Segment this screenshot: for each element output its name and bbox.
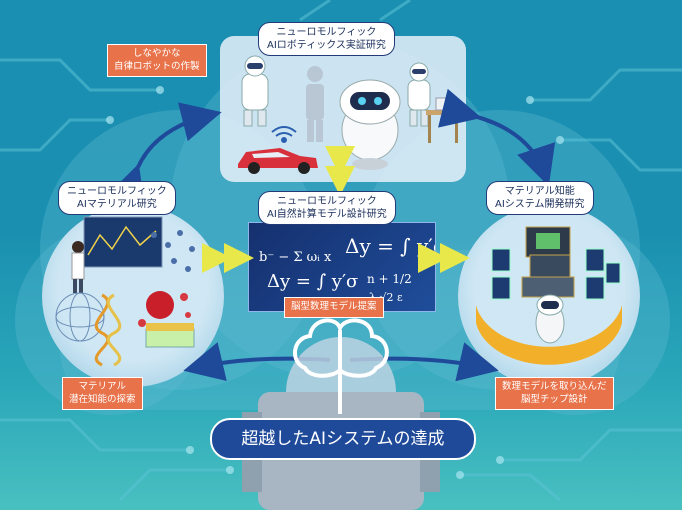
robotics-panel <box>220 36 466 182</box>
arrow-top-to-right <box>437 88 556 187</box>
material-spheres <box>138 291 195 348</box>
callout-material-search: マテリアル 潜在知能の探索 <box>62 377 143 410</box>
callout-material-search-line2: 潜在知能の探索 <box>69 393 136 405</box>
materials-illustration <box>55 216 195 367</box>
node-robotics-label: ニューロモルフィック AIロボティックス実証研究 <box>258 22 395 56</box>
robot-icon <box>407 62 431 127</box>
node-robotics-line1: ニューロモルフィック <box>276 27 377 38</box>
callout-model-proposal: 脳型数理モデル提案 <box>284 297 384 318</box>
dna-icon <box>94 293 122 367</box>
svg-text:n + 1/2: n + 1/2 <box>367 272 412 286</box>
monitor-icon <box>83 216 163 268</box>
node-system-line1: マテリアル知能 <box>504 186 575 197</box>
chip-illustration <box>476 226 622 365</box>
car-icon <box>238 148 318 174</box>
node-materials-line2: AIマテリアル研究 <box>77 199 157 210</box>
molecule-icon <box>151 230 195 272</box>
person-silhouette <box>306 66 324 142</box>
node-computing-line1: ニューロモルフィック <box>276 196 377 207</box>
callout-robot-making: しなやかな 自律ロボットの作製 <box>107 44 207 77</box>
node-materials-line1: ニューロモルフィック <box>67 186 167 197</box>
callout-chip-design-line1: 数理モデルを取り込んだ <box>502 381 607 392</box>
screen-grid <box>491 248 621 300</box>
callout-chip-design-line2: 脳型チップ設計 <box>521 393 588 405</box>
node-materials-label: ニューロモルフィック AIマテリアル研究 <box>58 181 176 215</box>
node-robotics-line2: AIロボティックス実証研究 <box>267 40 386 51</box>
svg-text:b⁻ − Σ ωᵢ x: b⁻ − Σ ωᵢ x <box>259 250 332 265</box>
person-icon <box>71 241 85 293</box>
callout-robot-making-line2: 自律ロボットの作製 <box>114 60 200 72</box>
arrow-left-to-top <box>107 102 222 208</box>
robot-icon <box>241 55 269 127</box>
callout-robot-making-line1: しなやかな <box>133 48 181 59</box>
node-computing-line2: AI自然計算モデル設計研究 <box>267 209 387 220</box>
node-system-line2: AIシステム開発研究 <box>495 199 585 210</box>
brain-icon <box>293 318 389 414</box>
callout-model-proposal-text: 脳型数理モデル提案 <box>291 301 377 312</box>
callout-material-search-line1: マテリアル <box>78 381 126 392</box>
robot-icon <box>535 294 565 344</box>
callout-chip-design: 数理モデルを取り込んだ 脳型チップ設計 <box>495 377 614 410</box>
svg-text:Δy = ∫ y′σ: Δy = ∫ y′σ <box>267 271 358 292</box>
chip-icon <box>521 226 575 298</box>
node-system-label: マテリアル知能 AIシステム開発研究 <box>486 181 594 215</box>
goal-banner: 超越したAIシステムの達成 <box>210 418 476 460</box>
sphere-network-icon <box>55 292 105 342</box>
robot-icon <box>339 79 401 170</box>
node-computing-label: ニューロモルフィック AI自然計算モデル設計研究 <box>258 191 396 225</box>
wifi-icon <box>271 126 297 143</box>
